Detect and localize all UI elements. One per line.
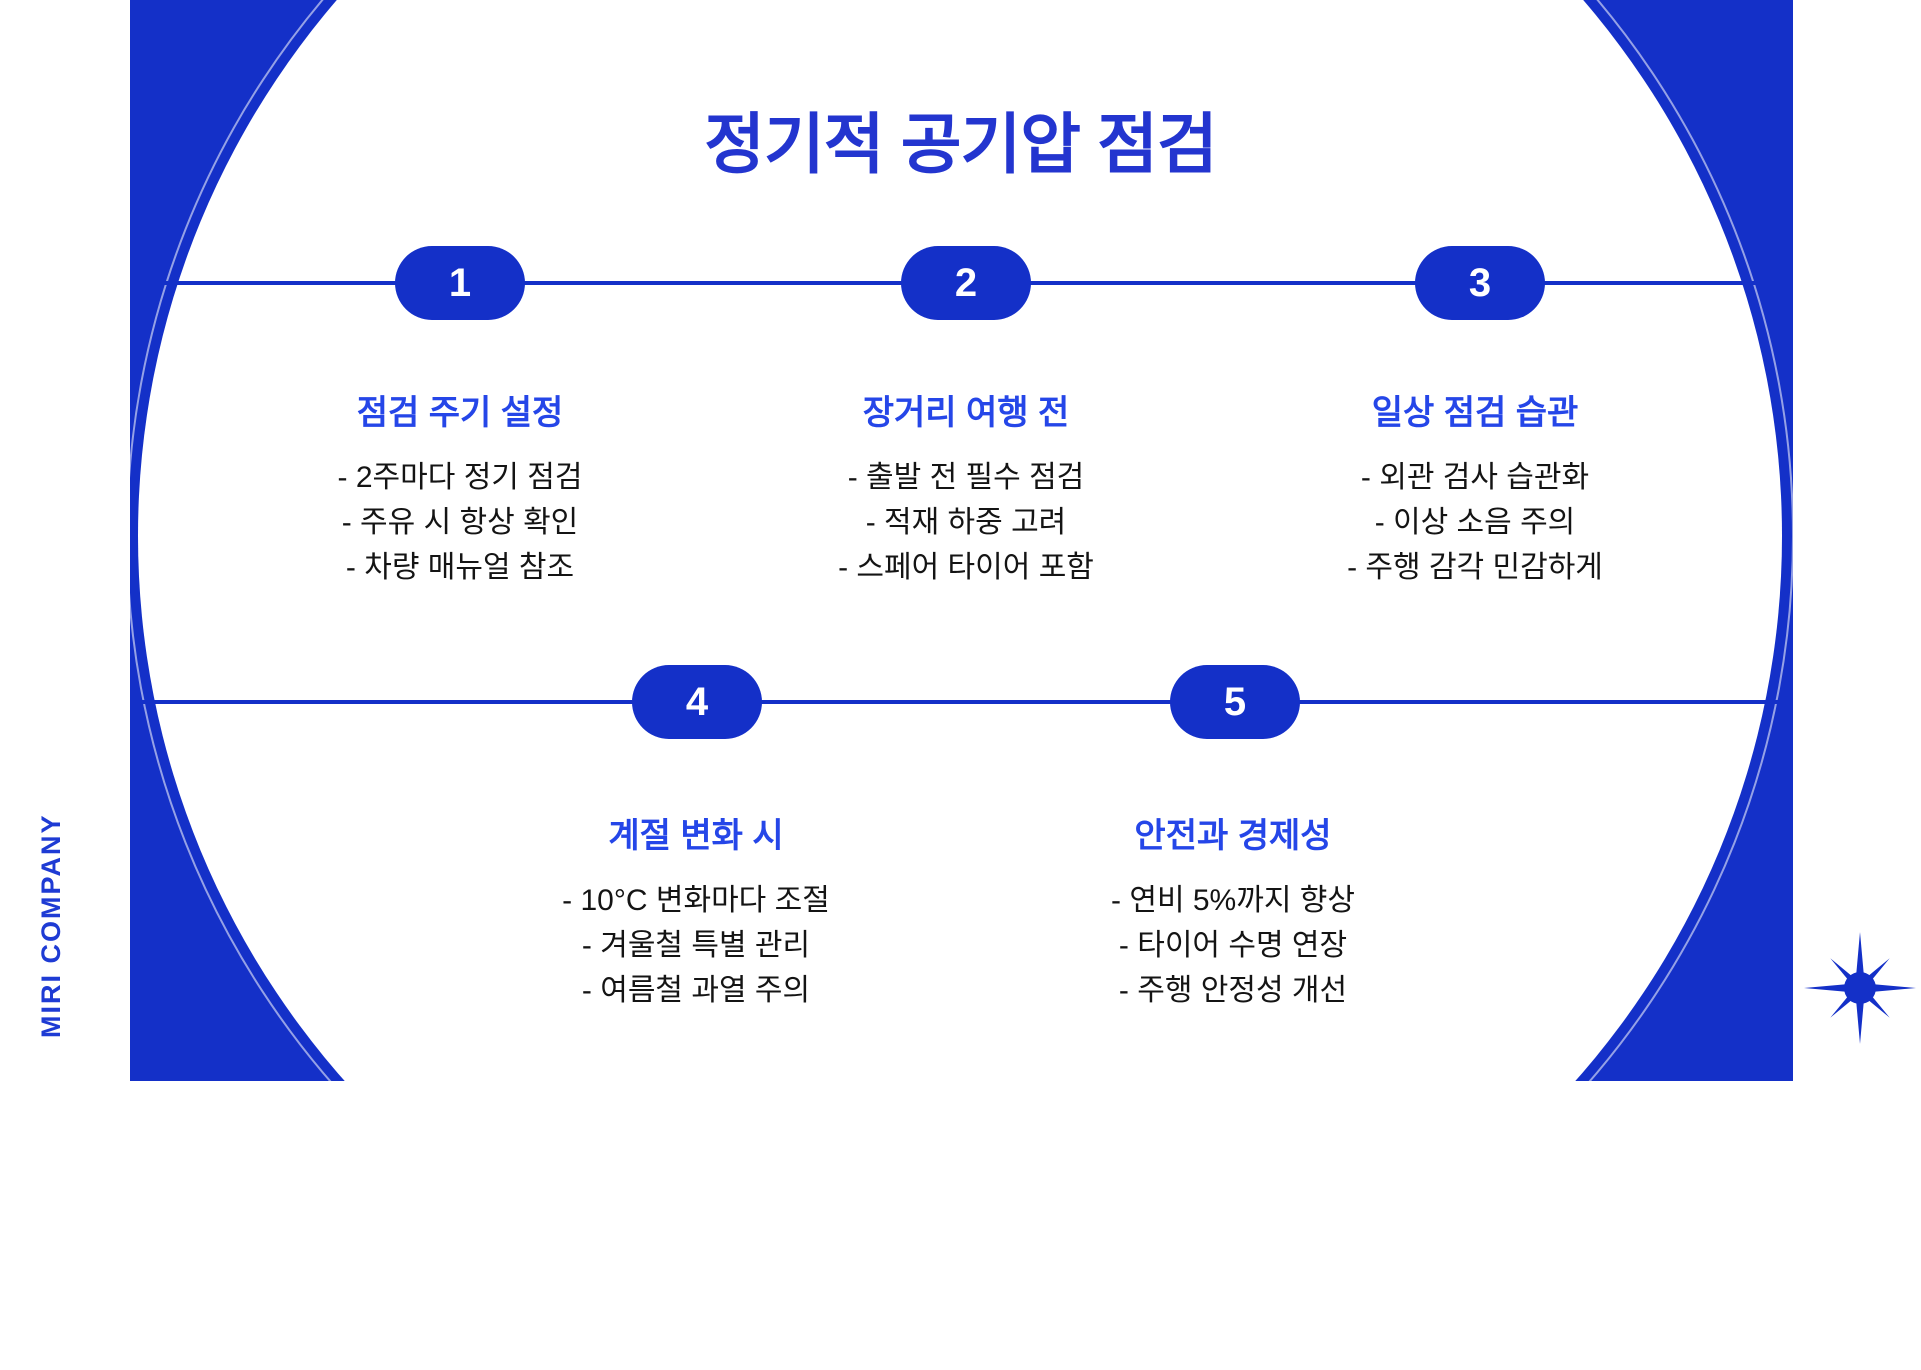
step-3-item: - 이상 소음 주의	[1374, 506, 1576, 539]
step-2-item: - 출발 전 필수 점검	[847, 461, 1085, 494]
step-3-item: - 외관 검사 습관화	[1360, 461, 1590, 494]
step-4-column: 계절 변화 시 - 10°C 변화마다 조절 - 겨울철 특별 관리 - 여름철…	[476, 816, 916, 1013]
step-1-badge: 1	[395, 246, 525, 320]
step-4-item: - 여름철 과열 주의	[581, 974, 811, 1007]
step-5-item: - 주행 안정성 개선	[1118, 974, 1348, 1007]
step-2-badge: 2	[901, 246, 1031, 320]
step-2-item: - 스페어 타이어 포함	[838, 551, 1094, 584]
step-4-title: 계절 변화 시	[608, 817, 784, 855]
step-4-badge: 4	[632, 665, 762, 739]
step-4-item: - 겨울철 특별 관리	[581, 929, 811, 962]
step-5-badge: 5	[1170, 665, 1300, 739]
step-3-column: 일상 점검 습관 - 외관 검사 습관화 - 이상 소음 주의 - 주행 감각 …	[1255, 393, 1695, 590]
page-title: 정기적 공기압 점검	[704, 107, 1217, 181]
step-1-title: 점검 주기 설정	[356, 394, 564, 432]
step-5-title: 안전과 경제성	[1134, 817, 1332, 855]
step-2-title: 장거리 여행 전	[862, 394, 1070, 432]
step-1-item: - 2주마다 정기 점검	[337, 461, 583, 494]
step-1-column: 점검 주기 설정 - 2주마다 정기 점검 - 주유 시 항상 확인 - 차량 …	[240, 393, 680, 590]
step-3-title: 일상 점검 습관	[1371, 394, 1579, 432]
step-1-item: - 주유 시 항상 확인	[341, 506, 579, 539]
sparkle-icon	[1804, 932, 1916, 1044]
step-3-badge: 3	[1415, 246, 1545, 320]
step-2-item: - 적재 하중 고려	[865, 506, 1067, 539]
step-3-item: - 주행 감각 민감하게	[1347, 551, 1603, 584]
timeline-row2	[135, 700, 1793, 704]
step-1-item: - 차량 매뉴얼 참조	[345, 551, 575, 584]
company-brand-vertical: MIRI COMPANY	[36, 813, 66, 1039]
step-2-column: 장거리 여행 전 - 출발 전 필수 점검 - 적재 하중 고려 - 스페어 타…	[746, 393, 1186, 590]
step-5-column: 안전과 경제성 - 연비 5%까지 향상 - 타이어 수명 연장 - 주행 안정…	[1013, 816, 1453, 1013]
step-4-item: - 10°C 변화마다 조절	[562, 884, 830, 917]
step-5-item: - 연비 5%까지 향상	[1111, 884, 1355, 917]
step-5-item: - 타이어 수명 연장	[1118, 929, 1348, 962]
white-circle-backdrop	[138, 0, 1782, 1358]
slide-canvas: 정기적 공기압 점검 1 2 3 4 5 점검 주기 설정 - 2주마다 정기 …	[36, 0, 1916, 1370]
